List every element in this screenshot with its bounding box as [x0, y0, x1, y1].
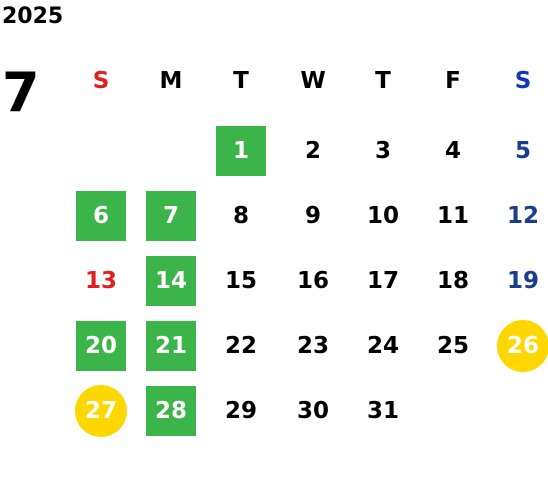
day-number: 25	[436, 333, 469, 359]
day-number: 19	[506, 268, 539, 294]
day-cell: 30	[283, 384, 343, 438]
day-number: 14	[154, 268, 187, 294]
day-cell: 12	[493, 189, 548, 243]
day-number: 31	[366, 398, 399, 424]
day-number: 30	[296, 398, 329, 424]
day-number: 22	[224, 333, 257, 359]
day-number: 18	[436, 268, 469, 294]
day-cell: 15	[211, 254, 271, 308]
day-number: 6	[92, 203, 109, 229]
day-cell: 2	[283, 124, 343, 178]
day-number: 10	[366, 203, 399, 229]
day-number: 5	[514, 138, 531, 164]
day-cell: 9	[283, 189, 343, 243]
day-number: 9	[304, 203, 321, 229]
day-cell: 13	[71, 254, 131, 308]
day-cell: 10	[353, 189, 413, 243]
day-number: 1	[232, 138, 249, 164]
weekday-header: F	[445, 68, 461, 94]
day-cell-yellow-marked: 26	[493, 319, 548, 373]
day-cell: 19	[493, 254, 548, 308]
day-cell-green-marked: 28	[141, 384, 201, 438]
day-cell: 22	[211, 319, 271, 373]
day-number: 24	[366, 333, 399, 359]
day-cell-green-marked: 6	[71, 189, 131, 243]
day-cell: 24	[353, 319, 413, 373]
day-number: 27	[84, 398, 117, 424]
day-number: 17	[366, 268, 399, 294]
day-cell: 4	[423, 124, 483, 178]
day-cell: 11	[423, 189, 483, 243]
day-number: 15	[224, 268, 257, 294]
day-cell: 3	[353, 124, 413, 178]
day-number: 13	[84, 268, 117, 294]
weekday-header: S	[514, 68, 532, 94]
year-label: 2025	[2, 4, 64, 29]
weekday-header: T	[375, 68, 391, 94]
weekday-header: S	[92, 68, 110, 94]
weekday-header: T	[233, 68, 249, 94]
day-number: 16	[296, 268, 329, 294]
day-cell: 29	[211, 384, 271, 438]
day-cell: 25	[423, 319, 483, 373]
day-number: 20	[84, 333, 117, 359]
day-cell: 8	[211, 189, 271, 243]
day-number: 11	[436, 203, 469, 229]
day-cell: 31	[353, 384, 413, 438]
day-cell-green-marked: 7	[141, 189, 201, 243]
day-cell-green-marked: 14	[141, 254, 201, 308]
day-number: 21	[154, 333, 187, 359]
day-cell-green-marked: 20	[71, 319, 131, 373]
month-label: 7	[2, 61, 40, 124]
day-cell: 17	[353, 254, 413, 308]
day-cell-yellow-marked: 27	[71, 384, 131, 438]
day-cell: 5	[493, 124, 548, 178]
weekday-header: M	[159, 68, 183, 94]
day-number: 26	[506, 333, 539, 359]
day-number: 8	[232, 203, 249, 229]
day-cell-green-marked: 1	[211, 124, 271, 178]
day-number: 12	[506, 203, 539, 229]
day-number: 3	[374, 138, 391, 164]
day-cell: 18	[423, 254, 483, 308]
day-number: 2	[304, 138, 321, 164]
day-number: 7	[162, 203, 179, 229]
day-cell: 16	[283, 254, 343, 308]
day-number: 29	[224, 398, 257, 424]
day-number: 23	[296, 333, 329, 359]
day-cell: 23	[283, 319, 343, 373]
day-cell-green-marked: 21	[141, 319, 201, 373]
day-number: 4	[444, 138, 461, 164]
day-number: 28	[154, 398, 187, 424]
weekday-header: W	[300, 68, 326, 94]
